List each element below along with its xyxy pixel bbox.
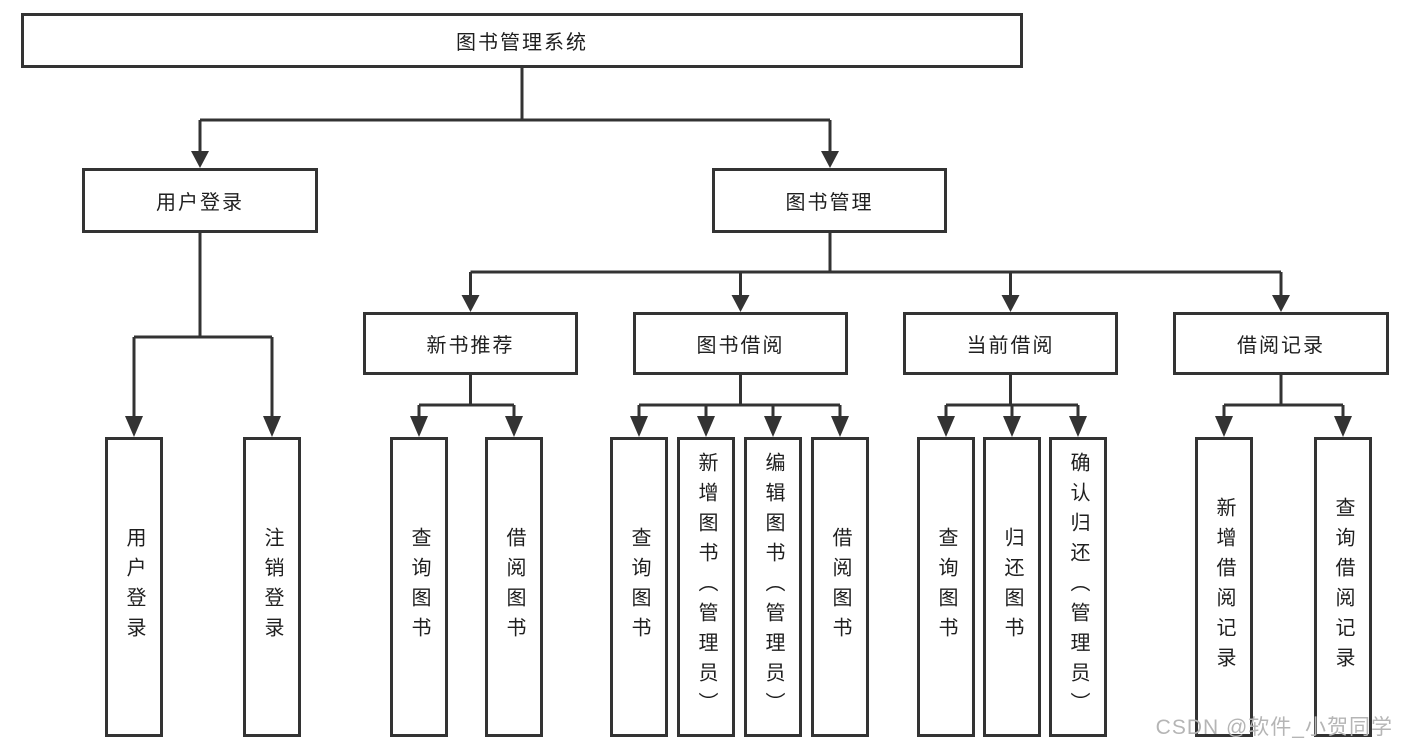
leaf-borrow-books-recommend: 借阅图书: [485, 437, 543, 737]
node-user-login: 用户登录: [82, 168, 318, 233]
node-root: 图书管理系统: [21, 13, 1023, 68]
node-book-management: 图书管理: [712, 168, 947, 233]
node-new-book-recommend: 新书推荐: [363, 312, 578, 375]
leaf-edit-book-admin: 编辑图书（管理员）: [744, 437, 802, 737]
node-current-borrow: 当前借阅: [903, 312, 1118, 375]
leaf-borrow-books: 借阅图书: [811, 437, 869, 737]
leaf-return-book: 归还图书: [983, 437, 1041, 737]
leaf-search-books-recommend: 查询图书: [390, 437, 448, 737]
node-book-borrow: 图书借阅: [633, 312, 848, 375]
leaf-search-books-borrow: 查询图书: [610, 437, 668, 737]
leaf-logout: 注销登录: [243, 437, 301, 737]
watermark: CSDN @软件_小贺同学: [1155, 716, 1393, 739]
leaf-search-borrow-record: 查询借阅记录: [1314, 437, 1372, 737]
leaf-add-borrow-record: 新增借阅记录: [1195, 437, 1253, 737]
leaf-add-book-admin: 新增图书（管理员）: [677, 437, 735, 737]
leaf-confirm-return-admin: 确认归还（管理员）: [1049, 437, 1107, 737]
leaf-search-books-current: 查询图书: [917, 437, 975, 737]
leaf-user-login: 用户登录: [105, 437, 163, 737]
node-borrow-records: 借阅记录: [1173, 312, 1389, 375]
